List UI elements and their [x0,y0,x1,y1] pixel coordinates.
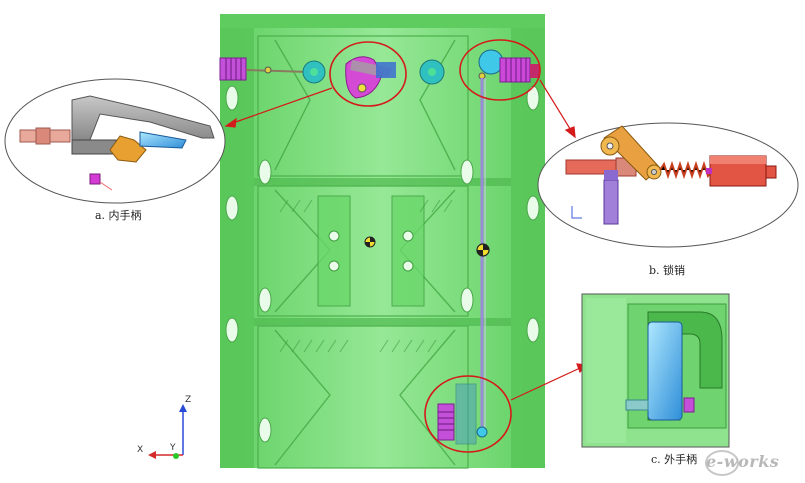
coordinate-triad [148,404,187,459]
outer-handle-paddle [647,321,683,421]
lock-pin-spring [659,160,713,180]
leader-arrow-lock-pin [539,79,576,139]
leader-arrow-inner-handle [224,87,333,128]
highlight-ring-outer-handle [424,375,512,453]
callout-outer-handle [581,293,730,448]
inner-handle-assembly [219,56,445,99]
e-works-logo-mark [705,450,739,476]
callout-inner-handle [4,78,226,204]
lock-pin-assembly [478,49,540,83]
axis-label-x: X [137,445,144,455]
e-works-logo: e-works [706,452,780,471]
outer-handle-assembly [437,383,488,445]
highlight-ring-lock-pin [459,39,541,101]
door-inner-panel [220,14,545,469]
caption-outer-handle: c. 外手柄 [651,453,698,466]
connecting-rod [364,78,490,432]
caption-lock-pin: b. 锁销 [649,264,686,277]
caption-inner-handle: a. 内手柄 [95,209,142,222]
highlight-ring-inner-handle [329,41,407,107]
lock-pin-link-arm [600,125,662,181]
callout-lock-pin [537,122,799,248]
axis-label-y: Y [170,443,176,453]
axis-label-z: Z [185,395,192,405]
